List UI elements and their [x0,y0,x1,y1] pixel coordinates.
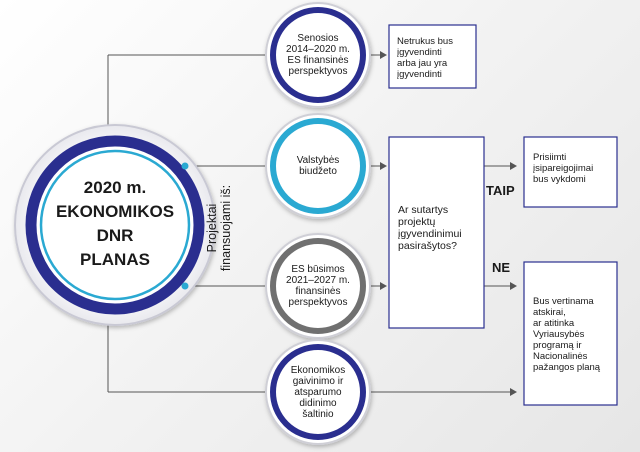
source-label-state-budget: Valstybės biudžeto [296,155,340,177]
financing-label: Projektai finansuojami iš: [205,184,233,272]
source-circle-4 [265,339,371,445]
main-dot-top [181,162,189,170]
source-label-old-eu: Senosios 2014–2020 m. ES finansinės pers… [286,33,350,77]
box-implemented [388,24,477,89]
source-label-recovery: Ekonomikos gaivinimo ir atsparumo didini… [290,364,346,420]
no-outcome-text: Bus vertinama atskirai, ar atitinka Vyri… [533,296,601,373]
source-label-future-eu: ES būsimos 2021–2027 m. finansinės persp… [286,264,350,308]
source-circle-3 [265,233,371,339]
main-title: 2020 m. EKONOMIKOS DNR PLANAS [55,178,175,269]
decision-no-label: NE [492,260,511,275]
source-circle-2 [265,113,371,219]
decision-yes-label: TAIP [486,183,515,198]
source-circle-1 [265,2,371,108]
implemented-text: Netrukus bus įgyvendinti arba jau yra įg… [397,36,453,80]
main-circle [14,124,216,326]
question-text: Ar sutartys projektų įgyvendinimui pasir… [398,204,462,252]
box-question [388,136,485,329]
main-dot-bottom [181,282,189,290]
box-yes-outcome [523,136,618,208]
box-no-outcome [523,261,618,406]
yes-outcome-text: Prisiimti įsipareigojimai bus vykdomi [533,152,594,185]
